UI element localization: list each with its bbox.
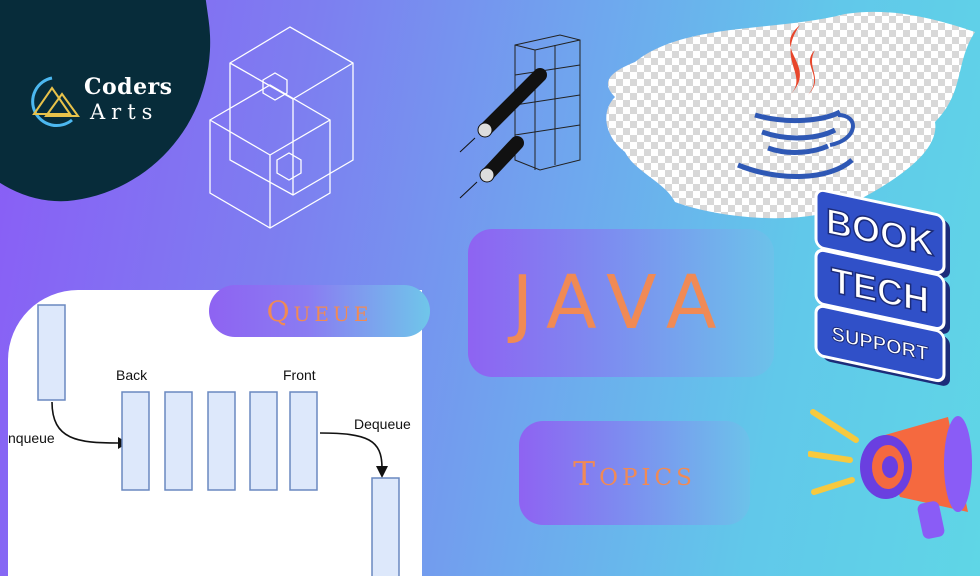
- brush-stroke-background: [606, 11, 975, 219]
- java-title-pill: JAVA: [468, 229, 774, 377]
- brand-logo[interactable]: Coders Arts: [22, 70, 172, 130]
- enqueue-label: nqueue: [8, 430, 55, 446]
- megaphone-icon: [808, 409, 972, 539]
- triangle-circle-logo-icon: [31, 76, 80, 128]
- dequeued-element: [371, 477, 400, 576]
- incoming-element: [37, 304, 66, 401]
- queue-slot: [164, 391, 193, 491]
- dequeue-label: Dequeue: [354, 416, 411, 432]
- queue-diagram: [37, 304, 400, 576]
- brand-name-line1: Coders: [84, 74, 173, 100]
- queue-slot: [249, 391, 278, 491]
- queue-diagram-card: Back Front nqueue Dequeue: [8, 290, 422, 576]
- java-coffee-cup-icon: [737, 25, 855, 179]
- queue-label-pill: Queue: [209, 285, 430, 337]
- queue-label: Queue: [266, 294, 373, 328]
- brand-name-line2: Arts: [90, 100, 159, 124]
- wireframe-rods-icon: [459, 34, 581, 199]
- topics-pill: Topics: [519, 421, 750, 525]
- queue-slot: [121, 391, 150, 491]
- book-tech-support-sign: BOOK TECH SUPPORT: [814, 190, 950, 386]
- queue-slot: [289, 391, 318, 491]
- wireframe-cubes-icon: [209, 26, 354, 229]
- java-title: JAVA: [511, 260, 731, 346]
- topics-label: Topics: [573, 453, 696, 493]
- front-label: Front: [283, 367, 316, 383]
- back-label: Back: [116, 367, 148, 383]
- queue-slot: [207, 391, 236, 491]
